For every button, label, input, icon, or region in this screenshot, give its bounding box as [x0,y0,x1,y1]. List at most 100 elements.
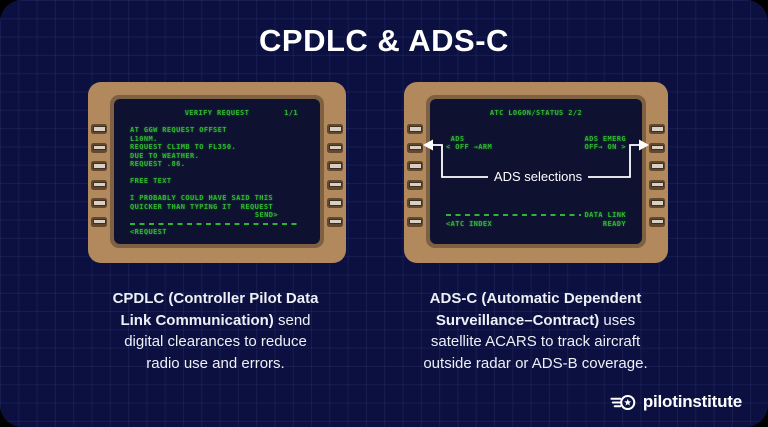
caption-text: satellite ACARS to track aircraft [430,333,641,350]
screen-text: < OFF →ARM [446,143,493,151]
lsk-button-right-unit-right-5[interactable] [649,198,665,208]
lsk-button-right-unit-left-5[interactable] [407,198,423,208]
lsk-button-right-unit-right-4[interactable] [649,179,665,190]
page-title: CPDLC & ADS-C [259,23,509,58]
lsk-column [407,124,423,235]
lsk-button-left-unit-left-2[interactable] [91,142,107,153]
screen-text: REQUEST CLIMB TO FL350. [130,143,237,151]
screen-line [446,203,626,212]
lsk-keycap-bar [92,218,106,225]
screen-line [130,186,304,195]
screen-line: <REQUEST [130,228,304,237]
caption-text: send [273,311,311,329]
lsk-column [327,124,343,235]
screen-text: QUICKER THAN TYPING IT REQUEST [130,202,274,211]
lsk-keycap-bar [92,200,106,206]
lsk-button-right-unit-left-3[interactable] [407,161,423,171]
lsk-button-left-unit-left-6[interactable] [91,216,107,227]
lsk-keycap-bar [328,218,342,225]
lsk-button-left-unit-right-1[interactable] [327,124,343,134]
lsk-button-left-unit-right-4[interactable] [327,179,343,190]
lsk-keycap-bar [328,163,342,169]
caption-text: radio use and errors. [146,354,285,372]
screen-text: OFF→ ON > [584,143,626,151]
lsk-keycap-bar [650,163,664,169]
logo-wordmark: pilotinstitute [642,392,742,411]
lsk-button-right-unit-left-2[interactable] [407,142,423,153]
lsk-keycap-bar [408,163,422,169]
lsk-button-left-unit-left-4[interactable] [91,179,107,190]
lsk-column [649,124,665,235]
lsk-keycap-bar [92,181,106,188]
lsk-button-right-unit-right-2[interactable] [649,142,665,153]
screen-line [130,118,304,127]
lsk-keycap-bar [650,181,664,188]
screen-line: I PROBABLY COULD HAVE SAID THIS [130,194,304,203]
lsk-keycap-bar [328,200,342,206]
screen-line [446,118,626,127]
lsk-button-left-unit-right-5[interactable] [327,198,343,208]
screen-line [130,220,304,229]
lsk-button-right-unit-right-3[interactable] [649,161,665,171]
lsk-keycap-bar [408,126,422,132]
caption-line: digital clearances to reduce [103,331,328,353]
screen-line: L10NM. [130,135,304,144]
caption-line: radio use and errors. [103,353,328,375]
lsk-button-left-unit-right-2[interactable] [327,142,343,153]
caption-text: CPDLC (Controller Pilot Data [112,290,319,307]
lsk-button-right-unit-left-1[interactable] [407,124,423,134]
screen-text: REQUEST .86. [130,160,186,168]
caption-line: outside radar or ADS-B coverage. [423,353,648,375]
screen-text: DATA LINK [584,211,626,219]
caption-line: Link Communication) send [103,310,328,332]
pilot-institute-logo: pilotinstitute [610,392,742,412]
lsk-keycap-bar [408,200,422,206]
screen-text: AT GGW REQUEST OFFSET [130,126,227,134]
lsk-button-left-unit-left-5[interactable] [91,198,107,208]
lsk-button-left-unit-left-3[interactable] [91,161,107,171]
screen-text: READY [602,219,626,228]
lsk-button-left-unit-left-1[interactable] [91,124,107,134]
screen-text: L10NM. [130,134,158,143]
lsk-keycap-bar [408,181,422,188]
lsk-keycap-bar [408,218,422,225]
lsk-keycap-bar [650,218,664,225]
lsk-button-right-unit-right-1[interactable] [649,124,665,134]
screen-line: QUICKER THAN TYPING IT REQUEST [130,203,304,212]
lsk-keycap-bar [328,181,342,188]
screen-line [130,169,304,178]
screen-line: ATC LOGON/STATUS 2/2 [446,109,626,118]
screen-text: <REQUEST [130,228,167,236]
lsk-keycap-bar [92,144,106,151]
lsk-button-left-unit-right-6[interactable] [327,216,343,227]
caption-line: satellite ACARS to track aircraft [423,331,648,353]
lsk-button-right-unit-left-6[interactable] [407,216,423,227]
caption-text: Surveillance–Contract) [435,311,600,329]
lsk-keycap-bar [328,126,342,132]
lsk-button-left-unit-right-3[interactable] [327,161,343,171]
star-icon [623,398,632,406]
screen-text: FREE TEXT [130,177,172,185]
screen-line [446,126,626,135]
screen-line: AT GGW REQUEST OFFSET [130,126,304,135]
screen-line [446,194,626,203]
lsk-keycap-bar [92,126,106,132]
lsk-button-right-unit-left-4[interactable] [407,179,423,190]
caption-line: Surveillance–Contract) uses [423,310,648,332]
screen-text: VERIFY REQUEST [184,109,250,117]
screen-text: SEND> [254,211,278,219]
screen-line [446,152,626,161]
dashed-line [130,222,301,225]
lsk-button-right-unit-right-6[interactable] [649,216,665,227]
lsk-column [91,124,107,235]
screen-line: DUE TO WEATHER. [130,152,304,161]
